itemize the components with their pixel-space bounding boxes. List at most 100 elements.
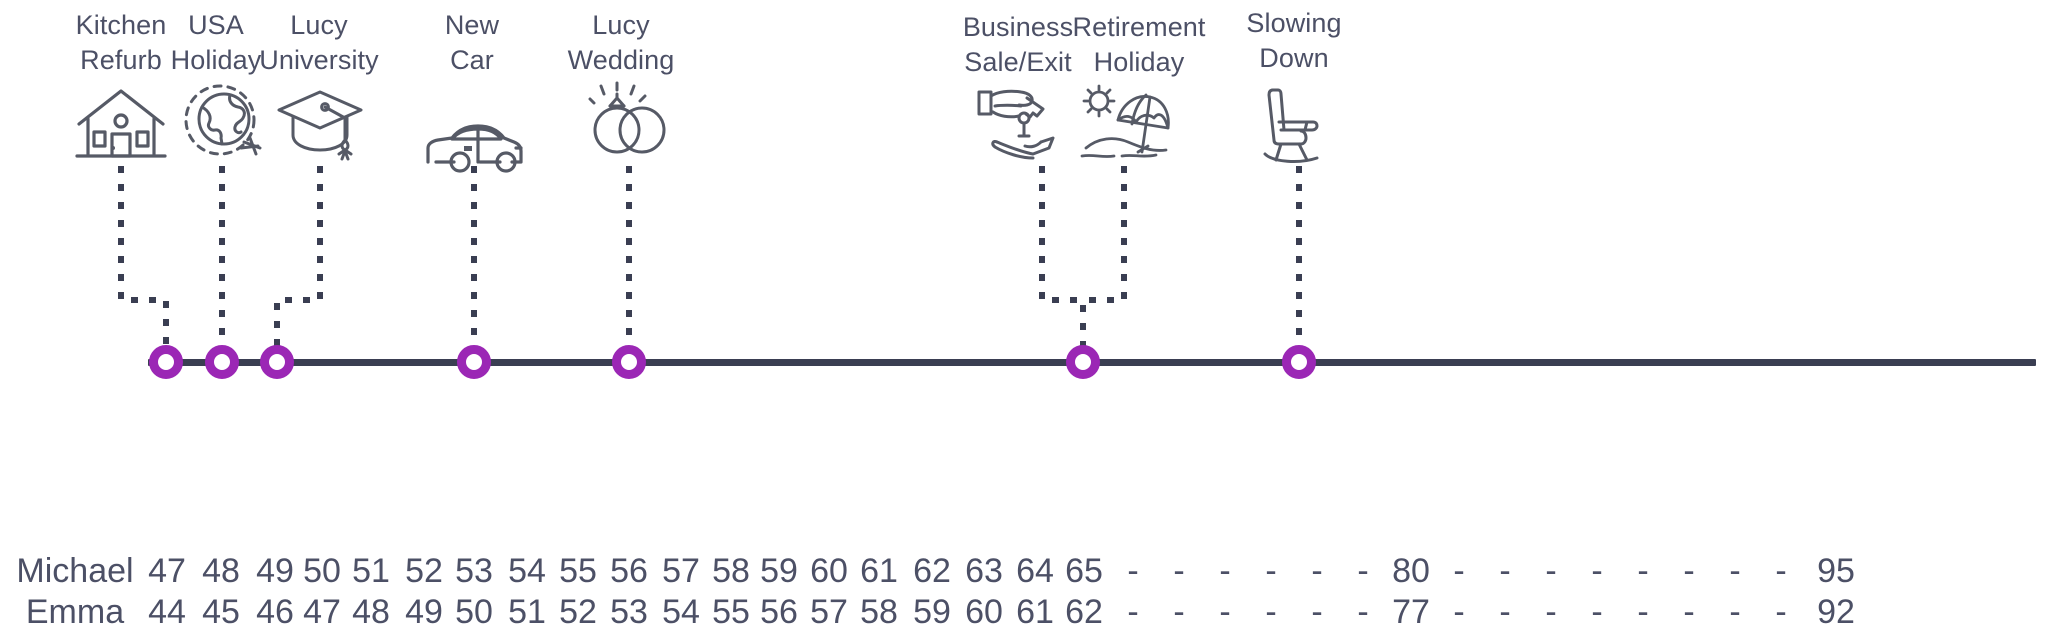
milestone-label-line2: Holiday [170, 45, 262, 75]
age-row-label-emma: Emma [25, 593, 125, 631]
timeline-marker-lucy-university[interactable] [260, 345, 294, 379]
age-cell-michael-80: 80 [1392, 552, 1430, 590]
age-cell-dash-emma-19: - [1127, 593, 1139, 631]
age-cell-emma-77: 77 [1392, 593, 1430, 631]
age-cell-emma-59: 59 [913, 593, 951, 631]
age-cell-emma-51: 51 [508, 593, 546, 631]
age-cell-dash-emma-20: - [1173, 593, 1185, 631]
connector-lucy-university [274, 166, 323, 350]
milestone-label-business-sale-exit: Business Sale/Exit [963, 14, 1073, 76]
age-cell-dash-emma-27: - [1499, 593, 1511, 631]
timeline-marker-slowing-down[interactable] [1282, 345, 1316, 379]
timeline-marker-business-retirement[interactable] [1066, 345, 1100, 379]
timeline-marker-new-car[interactable] [457, 345, 491, 379]
age-cell-dash-emma-28: - [1545, 593, 1557, 631]
milestone-label-line1: Kitchen [75, 10, 167, 40]
age-cell-emma-57: 57 [810, 593, 848, 631]
age-cell-michael-51: 51 [352, 552, 390, 590]
age-cell-dash-emma-26: - [1453, 593, 1465, 631]
connector-retirement-holiday [1080, 166, 1127, 350]
age-cell-michael-60: 60 [810, 552, 848, 590]
age-cell-dash-emma-32: - [1729, 593, 1741, 631]
key-handover-icon [970, 82, 1066, 162]
age-cell-michael-57: 57 [662, 552, 700, 590]
age-cell-dash-michael-23: - [1311, 552, 1323, 590]
milestone-label-line1: Lucy [592, 10, 650, 40]
age-cell-michael-64: 64 [1016, 552, 1054, 590]
timeline-marker-lucy-wedding[interactable] [612, 345, 646, 379]
age-cell-dash-michael-24: - [1357, 552, 1369, 590]
age-cell-dash-michael-21: - [1219, 552, 1231, 590]
age-cell-dash-emma-23: - [1311, 593, 1323, 631]
age-cell-emma-46: 46 [256, 593, 294, 631]
age-cell-emma-48: 48 [352, 593, 390, 631]
milestone-label-line2: Wedding [567, 45, 675, 75]
milestone-label-line1: USA [188, 10, 244, 40]
milestone-label-line2: Down [1259, 43, 1329, 73]
age-cell-emma-53: 53 [610, 593, 648, 631]
age-cell-dash-michael-32: - [1729, 552, 1741, 590]
age-cell-dash-michael-31: - [1683, 552, 1695, 590]
age-cell-dash-emma-30: - [1637, 593, 1649, 631]
age-cell-michael-52: 52 [405, 552, 443, 590]
wedding-rings-icon [581, 80, 677, 160]
milestone-label-line2: Refurb [80, 45, 162, 75]
age-cell-dash-michael-20: - [1173, 552, 1185, 590]
age-cell-emma-55: 55 [712, 593, 750, 631]
car-icon [426, 96, 523, 176]
age-cell-dash-emma-29: - [1591, 593, 1603, 631]
connector-usa-holiday [219, 166, 225, 350]
rocking-chair-icon [1246, 82, 1342, 163]
age-cell-dash-michael-30: - [1637, 552, 1649, 590]
age-row-label-michael: Michael [16, 552, 134, 590]
house-icon [73, 82, 169, 162]
milestone-label-line1: Slowing [1246, 8, 1342, 38]
timeline-marker-usa-holiday[interactable] [205, 345, 239, 379]
milestone-label-line2: Car [450, 45, 494, 75]
milestone-label-line1: Lucy [290, 10, 348, 40]
age-cell-michael-47: 47 [148, 552, 186, 590]
age-cell-dash-michael-27: - [1499, 552, 1511, 590]
age-cell-michael-65: 65 [1065, 552, 1103, 590]
age-cell-dash-michael-29: - [1591, 552, 1603, 590]
age-cell-michael-54: 54 [508, 552, 546, 590]
age-cell-dash-emma-22: - [1265, 593, 1277, 631]
milestone-label-line2: Holiday [1093, 47, 1185, 77]
milestone-label-retirement-holiday: Retirement Holiday [1072, 14, 1205, 76]
milestone-label-new-car: New Car [445, 12, 499, 74]
milestone-label-lucy-wedding: Lucy Wedding [568, 12, 675, 74]
age-cell-emma-47: 47 [303, 593, 341, 631]
age-cell-michael-53: 53 [455, 552, 493, 590]
age-cell-michael-49: 49 [256, 552, 294, 590]
age-cell-dash-michael-22: - [1265, 552, 1277, 590]
age-cell-emma-62: 62 [1065, 593, 1103, 631]
graduation-cap-icon [272, 82, 368, 162]
age-cell-dash-michael-28: - [1545, 552, 1557, 590]
connector-kitchen-refurb [118, 166, 169, 350]
age-cell-michael-58: 58 [712, 552, 750, 590]
age-cell-dash-michael-19: - [1127, 552, 1139, 590]
age-cell-emma-45: 45 [202, 593, 240, 631]
age-cell-emma-50: 50 [455, 593, 493, 631]
age-cell-emma-60: 60 [965, 593, 1003, 631]
age-cell-emma-54: 54 [662, 593, 700, 631]
milestone-label-kitchen-refurb: Kitchen Refurb [76, 12, 167, 74]
milestone-label-slowing-down: Slowing Down [1246, 10, 1341, 72]
age-cell-emma-58: 58 [860, 593, 898, 631]
milestone-label-line1: Business [962, 12, 1074, 42]
age-cell-michael-95: 95 [1817, 552, 1855, 590]
milestone-label-line1: Retirement [1072, 12, 1206, 42]
connector-new-car [471, 166, 477, 350]
age-cell-michael-50: 50 [303, 552, 341, 590]
age-cell-michael-59: 59 [760, 552, 798, 590]
timeline-marker-kitchen-refurb[interactable] [149, 345, 183, 379]
age-cell-dash-emma-24: - [1357, 593, 1369, 631]
beach-icon [1078, 82, 1174, 162]
age-cell-dash-emma-21: - [1219, 593, 1231, 631]
milestone-label-line2: University [259, 45, 379, 75]
age-cell-michael-48: 48 [202, 552, 240, 590]
age-cell-michael-61: 61 [860, 552, 898, 590]
milestone-label-lucy-university: Lucy University [259, 12, 379, 74]
